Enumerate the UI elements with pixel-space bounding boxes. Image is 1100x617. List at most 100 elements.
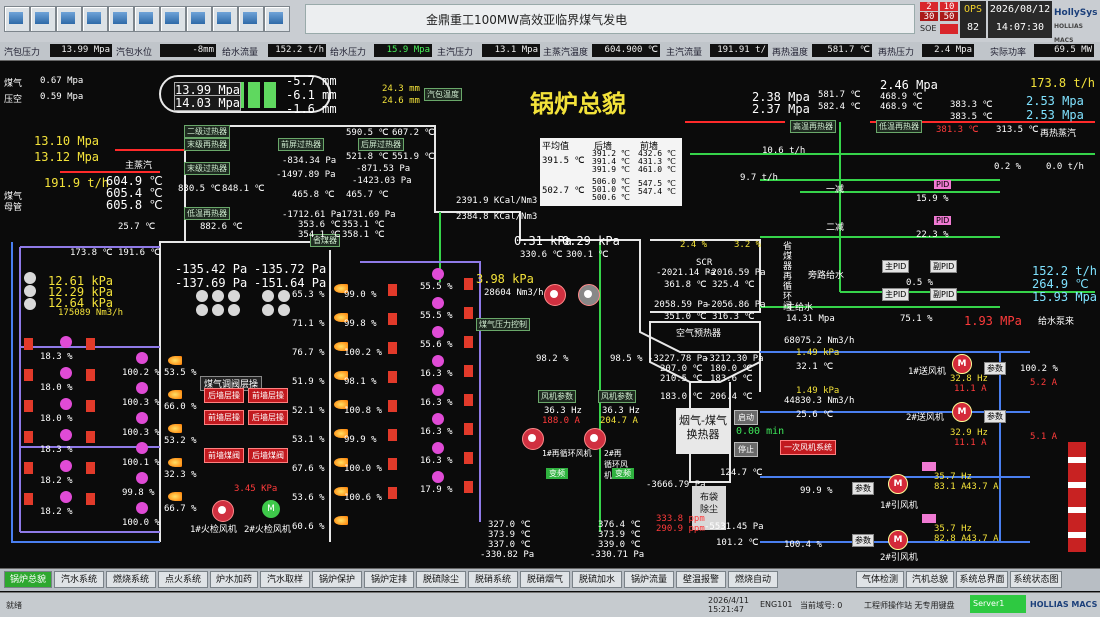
valve-icon[interactable] <box>86 462 95 474</box>
toolbar-button-9[interactable] <box>212 6 238 32</box>
toolbar-button-8[interactable] <box>186 6 212 32</box>
nav-tab[interactable]: 锅炉定排 <box>364 571 414 588</box>
recirc-fan-2[interactable] <box>584 428 606 450</box>
valve-icon[interactable] <box>388 487 397 499</box>
valve-icon[interactable] <box>388 400 397 412</box>
alarm-code-3[interactable]: 30 <box>920 12 938 22</box>
valve-icon[interactable] <box>388 313 397 325</box>
gas-valve-icon[interactable] <box>432 442 444 454</box>
pid-button-6[interactable]: 副PID <box>930 288 958 301</box>
valve-icon[interactable] <box>24 462 33 474</box>
pid-button-4[interactable]: 副PID <box>930 260 958 273</box>
alarm-code-2[interactable]: 10 <box>940 2 958 12</box>
id-fan-1-motor[interactable]: M <box>888 474 908 494</box>
gas-valve-icon[interactable] <box>432 471 444 483</box>
gas-valve-icon[interactable] <box>136 382 148 394</box>
valve-icon[interactable] <box>86 431 95 443</box>
gas-valve-icon[interactable] <box>432 297 444 309</box>
nav-tab[interactable]: 锅炉保护 <box>312 571 362 588</box>
valve-icon[interactable] <box>464 481 473 493</box>
valve-icon[interactable] <box>24 431 33 443</box>
gas-booster-fan-2[interactable] <box>578 284 600 306</box>
valve-icon[interactable] <box>24 369 33 381</box>
id-fan-2-params[interactable]: 参数 <box>852 534 874 547</box>
valve-icon[interactable] <box>464 365 473 377</box>
nav-tab[interactable]: 气体检测 <box>856 571 904 588</box>
valve-icon[interactable] <box>24 338 33 350</box>
fire-detect-fan-2[interactable]: M <box>262 500 280 518</box>
recirc-fan-1[interactable] <box>522 428 544 450</box>
alarm-code-1[interactable]: 2 <box>920 2 938 12</box>
valve-icon[interactable] <box>86 493 95 505</box>
gas-valve-icon[interactable] <box>136 472 148 484</box>
valve-icon[interactable] <box>464 423 473 435</box>
gas-valve-icon[interactable] <box>432 355 444 367</box>
bag-filter[interactable]: 布袋 除尘 <box>692 486 726 530</box>
nav-tab[interactable]: 系统状态图 <box>1010 571 1062 588</box>
recirc-fan2-params[interactable]: 风机参数 <box>598 390 636 403</box>
valve-icon[interactable] <box>86 400 95 412</box>
gas-booster-fan-1[interactable] <box>544 284 566 306</box>
fire-detect-fan-1[interactable] <box>212 500 234 522</box>
gas-valve-icon[interactable] <box>60 398 72 410</box>
gas-valve-icon[interactable] <box>60 367 72 379</box>
nav-tab[interactable]: 燃烧系统 <box>106 571 156 588</box>
nav-tab[interactable]: 汽机总貌 <box>906 571 954 588</box>
valve-icon[interactable] <box>86 338 95 350</box>
soe-indicator[interactable] <box>940 24 958 34</box>
toolbar-button-1[interactable] <box>4 6 30 32</box>
valve-icon[interactable] <box>388 458 397 470</box>
recirc-vfd-1[interactable]: 变频 <box>546 468 568 479</box>
valve-icon[interactable] <box>388 371 397 383</box>
nav-tab[interactable]: 锅炉总貌 <box>4 571 52 588</box>
toolbar-button-11[interactable] <box>264 6 290 32</box>
gas-valve-icon[interactable] <box>60 460 72 472</box>
valve-icon[interactable] <box>464 394 473 406</box>
valve-icon[interactable] <box>464 278 473 290</box>
valve-icon[interactable] <box>464 307 473 319</box>
toolbar-button-7[interactable] <box>160 6 186 32</box>
fd-fan-1-motor[interactable]: M <box>952 354 972 374</box>
fd-fan-1-params[interactable]: 参数 <box>984 362 1006 375</box>
nav-tab[interactable]: 系统总界面 <box>956 571 1008 588</box>
nav-tab[interactable]: 脱硝烟气 <box>520 571 570 588</box>
alarm-code-4[interactable]: 50 <box>940 12 958 22</box>
toolbar-button-5[interactable] <box>108 6 134 32</box>
nav-tab[interactable]: 脱硫除尘 <box>416 571 466 588</box>
valve-icon[interactable] <box>388 429 397 441</box>
nav-tab[interactable]: 点火系统 <box>158 571 208 588</box>
pid-button-2[interactable]: PID <box>934 216 952 225</box>
nav-tab[interactable]: 壁温报警 <box>676 571 726 588</box>
hx-stop-button[interactable]: 停止 <box>734 442 758 457</box>
nav-tab[interactable]: 锅炉流量 <box>624 571 674 588</box>
gas-valve-icon[interactable] <box>136 352 148 364</box>
toolbar-button-4[interactable] <box>82 6 108 32</box>
valve-icon[interactable] <box>86 369 95 381</box>
valve-icon[interactable] <box>388 342 397 354</box>
nav-tab[interactable]: 汽水系统 <box>54 571 104 588</box>
id-fan-1-params[interactable]: 参数 <box>852 482 874 495</box>
gas-valve-icon[interactable] <box>432 413 444 425</box>
nav-tab[interactable]: 燃烧自动 <box>728 571 778 588</box>
pid-button-3[interactable]: 主PID <box>882 260 910 273</box>
status-server[interactable]: Server1 <box>970 595 1026 613</box>
nav-tab[interactable]: 脱硝系统 <box>468 571 518 588</box>
hx-start-button[interactable]: 启动 <box>734 410 758 425</box>
nav-tab[interactable]: 炉水加药 <box>210 571 258 588</box>
toolbar-button-6[interactable] <box>134 6 160 32</box>
layer-op-button-6[interactable]: 前墙层操 <box>248 388 288 403</box>
fd-fan-2-params[interactable]: 参数 <box>984 410 1006 423</box>
gas-pressure-control[interactable]: 煤气压力控制 <box>476 318 530 331</box>
gas-valve-icon[interactable] <box>432 326 444 338</box>
gas-valve-icon[interactable] <box>432 268 444 280</box>
valve-icon[interactable] <box>388 284 397 296</box>
valve-icon[interactable] <box>464 452 473 464</box>
layer-op-button-1[interactable]: 前墙层操 <box>204 410 244 425</box>
gas-valve-icon[interactable] <box>60 429 72 441</box>
drum-temp-button[interactable]: 汽包温度 <box>424 88 462 101</box>
gas-valve-icon[interactable] <box>60 336 72 348</box>
fd-fan-2-motor[interactable]: M <box>952 402 972 422</box>
ops-indicator[interactable]: OPS 82 <box>960 1 986 38</box>
layer-op-button-4[interactable]: 后墙煤阀 <box>248 448 288 463</box>
layer-op-button-5[interactable]: 后墙层操 <box>204 388 244 403</box>
